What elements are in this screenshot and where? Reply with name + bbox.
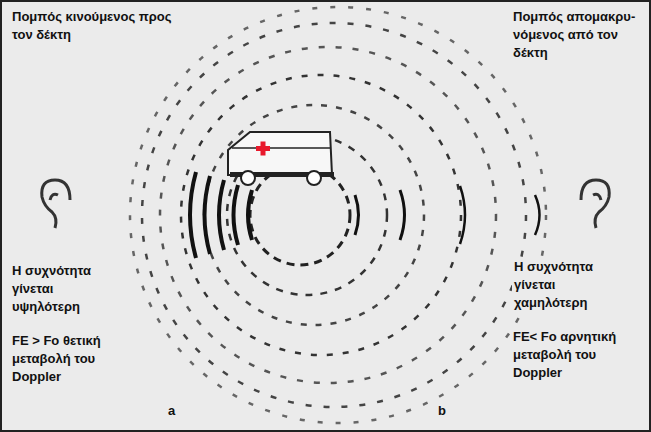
formula-label: FE< Fo αρνητική μεταβολή του Doppler bbox=[511, 328, 647, 382]
formula-label: FE > Fo θετική μεταβολή του Doppler bbox=[10, 332, 130, 386]
ambulance-icon bbox=[228, 132, 334, 185]
caption-label: Πομπός απομακρυ- νόμενος από τον δέκτη bbox=[511, 8, 647, 62]
ear-icon bbox=[42, 180, 609, 228]
panel-letter: b bbox=[436, 402, 448, 420]
effect-label: Η συχνότητα γίνεται χαμηλότερη bbox=[512, 258, 628, 312]
effect-label: Η συχνότητα γίνεται υψηλότερη bbox=[10, 262, 118, 316]
panel-letter: a bbox=[166, 402, 177, 420]
caption-label: Πομπός κινούμενος προς τον δέκτη bbox=[10, 8, 194, 44]
